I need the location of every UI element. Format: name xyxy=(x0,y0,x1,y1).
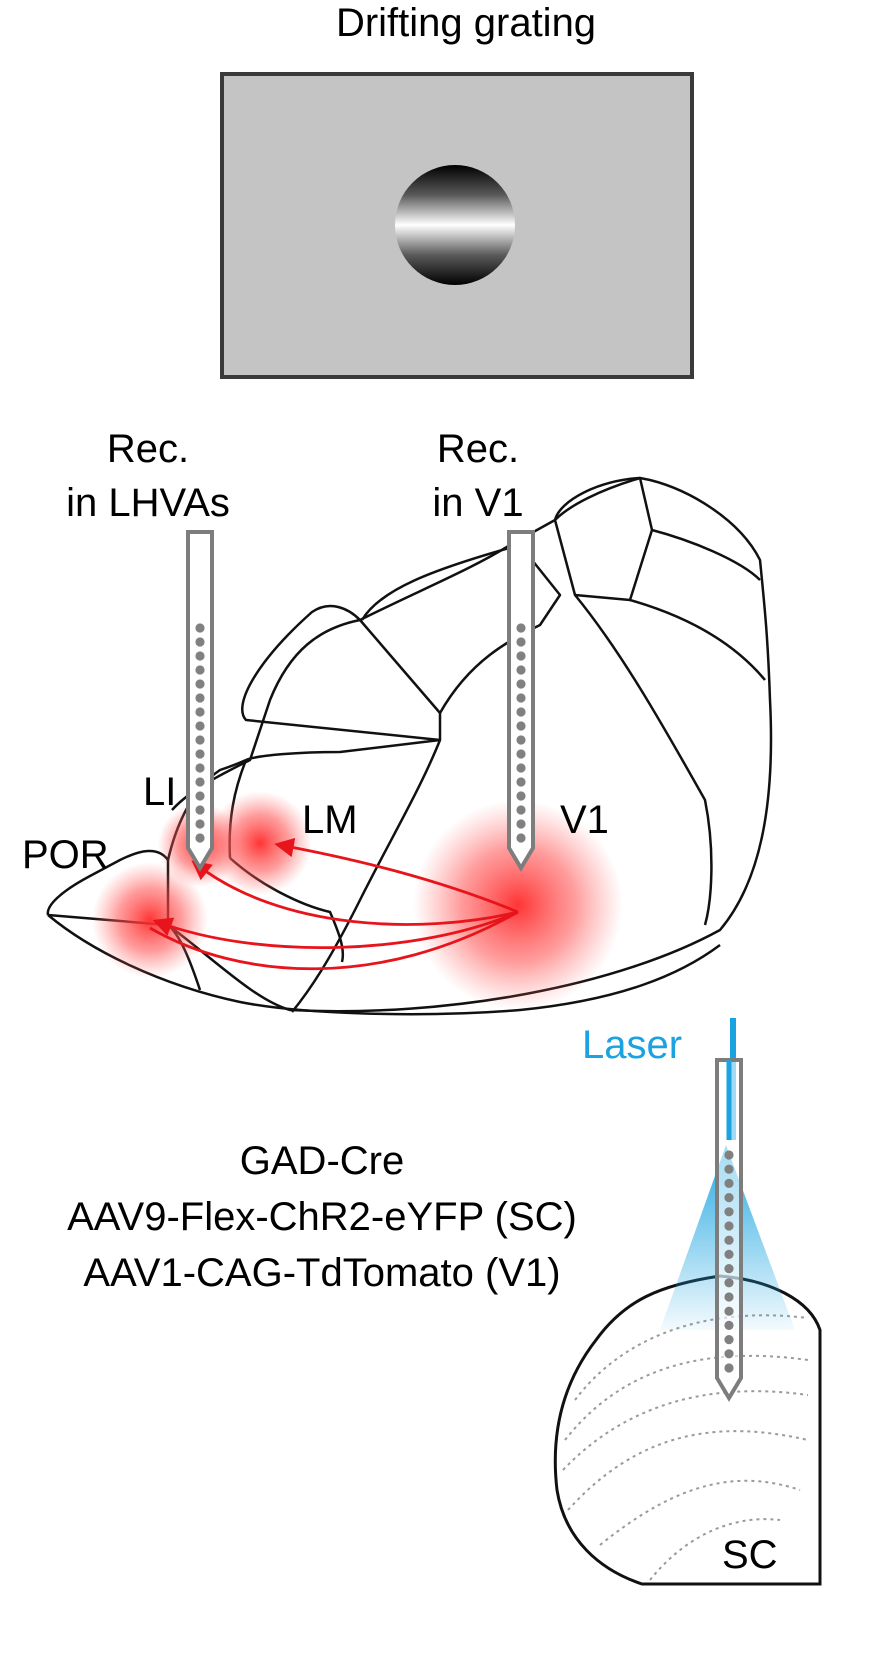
rec-v1-line1: Rec. xyxy=(437,427,519,471)
probe-contact xyxy=(516,749,526,759)
recording-probe-icon xyxy=(507,530,535,872)
construct-line1: GAD-Cre xyxy=(240,1139,404,1183)
stimulus-title: Drifting grating xyxy=(336,1,596,45)
area-label-lm: LM xyxy=(302,798,358,842)
probe-contact xyxy=(724,1207,734,1217)
probe-contact xyxy=(195,721,205,731)
probe-contact xyxy=(195,735,205,745)
area-label-por: POR xyxy=(22,833,109,877)
recording-probe-icon xyxy=(715,1058,743,1402)
probe-contact xyxy=(724,1335,734,1345)
probe-contact xyxy=(195,623,205,633)
probe-contact xyxy=(195,805,205,815)
probe-contact xyxy=(724,1292,734,1302)
probe-contact xyxy=(724,1193,734,1203)
arrow-to-por-b xyxy=(149,910,519,971)
probe-contact xyxy=(516,777,526,787)
probe-contact xyxy=(724,1320,734,1330)
arrow-to-por-a xyxy=(152,910,519,950)
probe-contact xyxy=(516,819,526,829)
area-label-li: LI xyxy=(143,770,176,814)
laser-label: Laser xyxy=(582,1023,682,1067)
projection-arrows xyxy=(149,837,519,971)
probe-contact xyxy=(724,1306,734,1316)
probe-contact xyxy=(516,805,526,815)
probe-contact xyxy=(724,1221,734,1231)
probe-contact xyxy=(195,637,205,647)
rec-v1-line2: in V1 xyxy=(432,481,523,525)
probe-contact xyxy=(516,735,526,745)
probe-contact xyxy=(195,763,205,773)
probe-contact xyxy=(195,833,205,843)
probe-contact xyxy=(516,665,526,675)
probe-contact xyxy=(195,819,205,829)
arrow-to-li xyxy=(191,860,519,926)
probe-contact xyxy=(516,721,526,731)
probe-contact xyxy=(516,791,526,801)
probe-contact xyxy=(724,1235,734,1245)
probe-contact xyxy=(724,1363,734,1373)
por-glow xyxy=(92,862,208,978)
probe-contact xyxy=(516,679,526,689)
rec-lhva-line1: Rec. xyxy=(107,427,189,471)
probe-contact xyxy=(195,665,205,675)
grating-patch-icon xyxy=(395,165,515,285)
v1-injection-glow xyxy=(413,800,623,1010)
probe-contact xyxy=(195,749,205,759)
probe-contact xyxy=(195,791,205,801)
sc-label: SC xyxy=(722,1533,778,1577)
probe-contact xyxy=(724,1264,734,1274)
probe-contact xyxy=(195,777,205,787)
rec-lhva-line2: in LHVAs xyxy=(66,481,230,525)
probe-contact xyxy=(516,637,526,647)
probe-contact xyxy=(195,651,205,661)
probe-contact xyxy=(516,833,526,843)
probe-contact xyxy=(195,707,205,717)
probe-contact xyxy=(516,623,526,633)
area-label-v1: V1 xyxy=(560,798,609,842)
probe-contact xyxy=(516,707,526,717)
recording-probe-icon xyxy=(186,530,214,872)
probe-contact xyxy=(195,693,205,703)
probe-contact xyxy=(195,679,205,689)
probe-contact xyxy=(516,693,526,703)
probe-contact xyxy=(516,651,526,661)
probe-contact xyxy=(724,1278,734,1288)
superior-colliculus xyxy=(553,1274,822,1586)
arrow-to-lm xyxy=(274,837,519,914)
probe-contact xyxy=(724,1249,734,1259)
probe-contact xyxy=(724,1178,734,1188)
probe-contact xyxy=(724,1150,734,1160)
construct-line2: AAV9-Flex-ChR2-eYFP (SC) xyxy=(67,1195,577,1239)
probe-contact xyxy=(724,1349,734,1359)
construct-line3: AAV1-CAG-TdTomato (V1) xyxy=(83,1251,560,1295)
probe-contact xyxy=(516,763,526,773)
probe-contact xyxy=(724,1164,734,1174)
